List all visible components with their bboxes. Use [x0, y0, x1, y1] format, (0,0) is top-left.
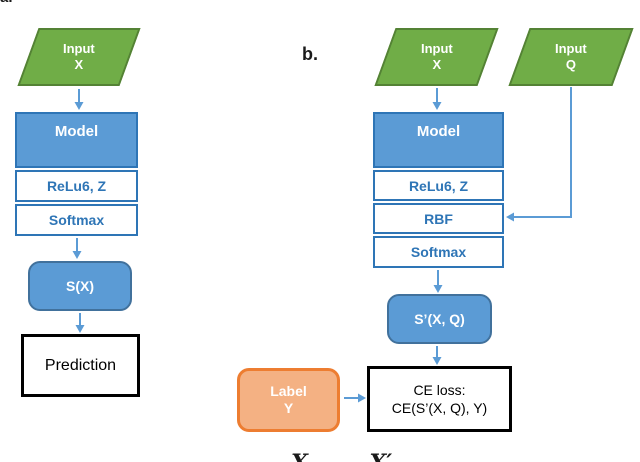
label-y-node: Label Y — [237, 368, 340, 432]
score-label-a: S(X) — [66, 278, 94, 294]
model-box-a: Model — [15, 112, 138, 168]
input-x-node-b: Input X — [374, 28, 499, 86]
score-node-a: S(X) — [28, 261, 132, 311]
panel-a-label: a. — [0, 0, 13, 6]
bottom-caption-partial: X X′ — [291, 450, 392, 462]
input-x-label-a: Input X — [63, 41, 95, 72]
model-label-a: Model — [54, 123, 99, 140]
softmax-layer-box-a: Softmax — [15, 204, 138, 236]
label-y-line1: Label — [270, 383, 307, 399]
rbf-label-b: RBF — [424, 210, 453, 227]
model-label-b: Model — [416, 123, 461, 140]
input-q-label-b: Input Q — [555, 41, 587, 72]
label-y-line2: Y — [283, 400, 294, 416]
prediction-box: Prediction — [21, 334, 140, 397]
score-node-b: S’(X, Q) — [387, 294, 492, 344]
rbf-layer-box-b: RBF — [373, 203, 504, 234]
relu6-label-a: ReLu6, Z — [46, 178, 107, 194]
prediction-label: Prediction — [44, 356, 117, 374]
ce-loss-line1: CE loss: — [413, 382, 466, 398]
ce-loss-box: CE loss: CE(S’(X, Q), Y) — [367, 366, 512, 432]
relu6-layer-box-a: ReLu6, Z — [15, 170, 138, 202]
input-x-node-a: Input X — [17, 28, 141, 86]
softmax-label-a: Softmax — [48, 212, 105, 228]
ce-loss-line2: CE(S’(X, Q), Y) — [391, 400, 488, 416]
relu6-label-b: ReLu6, Z — [408, 177, 469, 194]
score-label-b: S’(X, Q) — [414, 311, 465, 327]
input-q-node-b: Input Q — [508, 28, 634, 86]
arrow-inputq-to-rbf-b — [506, 87, 572, 222]
input-x-label-b: Input X — [420, 41, 453, 72]
softmax-layer-box-b: Softmax — [373, 236, 504, 268]
relu6-layer-box-b: ReLu6, Z — [373, 170, 504, 201]
softmax-label-b: Softmax — [410, 244, 467, 260]
model-box-b: Model — [373, 112, 504, 168]
panel-b-label: b. — [302, 44, 318, 64]
